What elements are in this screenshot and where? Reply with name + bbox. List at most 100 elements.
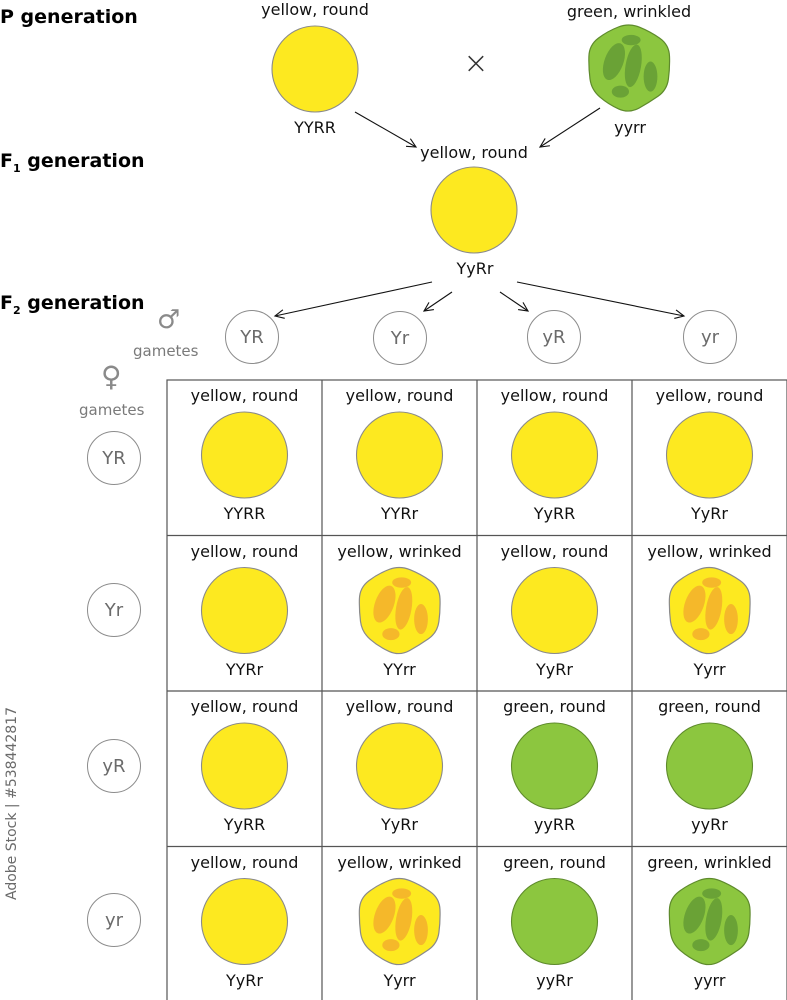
pea-cell-1-1-spot (382, 628, 400, 641)
pea-cell-1-1-spot (392, 577, 412, 588)
f1-generation-label: F1 generation (0, 150, 145, 175)
arrow-right-parent-to-f1 (539, 107, 601, 148)
parent-left-phenotype: yellow, round (261, 0, 369, 19)
female-gamete: YR (87, 431, 141, 485)
cell-phenotype: green, wrinkled (647, 852, 772, 872)
f1-phenotype: yellow, round (420, 143, 528, 162)
male-gamete: YR (225, 310, 279, 364)
pea-cell-3-1-spot (373, 896, 396, 934)
cell-phenotype: green, round (658, 697, 761, 716)
pea-cell-3-3-spot (705, 898, 723, 941)
female-gametes-caption: gametes (79, 401, 145, 419)
pea-cell-1-3-spot (692, 628, 710, 641)
cell-phenotype: yellow, wrinked (337, 541, 462, 561)
pea-cell-1-3-spot (683, 585, 706, 623)
male-gametes-caption: gametes (133, 342, 199, 360)
pea-cell-3-1-spot (392, 888, 412, 899)
pea-cell-1-3-spot (702, 577, 722, 588)
cell-genotype: YyRr (226, 970, 263, 990)
arrow-f1-to-gamete-yr-2-head (422, 302, 434, 312)
cross-symbol: × (463, 46, 489, 81)
cell-genotype: YyRR (223, 815, 266, 834)
cell-genotype: yyRr (691, 815, 728, 834)
p-generation-label: P generation (0, 6, 138, 28)
pea-f1 (430, 166, 518, 254)
cell-phenotype: yellow, round (500, 386, 609, 405)
cell-phenotype: yellow, round (190, 697, 299, 716)
arrow-f1-to-gamete-yr-4-head (674, 309, 686, 319)
pea-parent-right-spot (611, 85, 630, 98)
cell-genotype: yyRR (533, 815, 576, 834)
arrow-left-parent-to-f1-head (405, 138, 418, 148)
cell-genotype: YYRR (223, 504, 266, 523)
cell-genotype: YyRr (536, 659, 573, 679)
male-gamete: yR (527, 310, 581, 364)
pea-cell-1-3-spot (724, 604, 738, 635)
pea-cell-1-0 (200, 566, 289, 655)
pea-cell-3-1-spot (414, 915, 428, 946)
arrow-left-parent-to-f1 (354, 111, 417, 148)
cell-genotype: YYrr (383, 659, 416, 679)
cell-phenotype: yellow, round (190, 852, 299, 872)
arrow-f1-to-gamete-yr-3 (499, 291, 529, 312)
cell-genotype: YyRR (533, 504, 576, 523)
cell-genotype: yyrr (693, 970, 726, 990)
cell-genotype: yyRr (536, 970, 573, 990)
cell-phenotype: yellow, wrinked (337, 852, 462, 872)
pea-cell-3-1-spot (395, 898, 413, 941)
pea-parent-left (271, 25, 359, 113)
cell-phenotype: yellow, round (500, 541, 609, 561)
parent-left-genotype: YYRR (294, 118, 336, 137)
cell-genotype: Yyrr (693, 659, 726, 679)
watermark: Adobe Stock | #538442817 (4, 707, 20, 900)
pea-cell-0-1 (355, 411, 444, 499)
parent-right-genotype: yyrr (614, 118, 646, 137)
cell-phenotype: yellow, round (345, 386, 454, 405)
pea-cell-1-2 (510, 566, 599, 655)
pea-cell-3-2 (510, 877, 599, 966)
arrow-f1-to-gamete-yr-1 (274, 281, 433, 317)
pea-parent-right-spot (602, 43, 626, 81)
pea-cell-3-3-spot (702, 888, 722, 899)
pea-cell-3-3-spot (724, 915, 738, 946)
pea-cell-3-3-spot (692, 939, 710, 952)
cell-genotype: Yyrr (383, 970, 416, 990)
pea-cell-2-0 (200, 722, 289, 810)
arrow-f1-to-gamete-yr-3-head (518, 302, 530, 312)
female-gamete: Yr (87, 583, 141, 637)
female-symbol-icon: ♀ (101, 360, 122, 393)
pea-cell-3-3-spot (683, 896, 706, 934)
cell-phenotype: green, round (503, 852, 606, 872)
cell-genotype: YYRr (380, 504, 419, 523)
pea-cell-0-2 (510, 411, 599, 499)
pea-cell-1-1-spot (395, 587, 413, 630)
arrow-f1-to-gamete-yr-4 (516, 281, 685, 317)
pea-cell-0-0 (200, 411, 289, 499)
cell-phenotype: yellow, round (190, 386, 299, 405)
cell-phenotype: yellow, round (345, 697, 454, 716)
pea-cell-1-1-spot (414, 604, 428, 635)
cell-phenotype: yellow, round (190, 541, 299, 561)
pea-parent-right-spot (624, 44, 642, 88)
pea-cell-0-3 (665, 411, 754, 499)
f2-generation-label: F2 generation (0, 292, 145, 317)
male-gamete: Yr (373, 311, 427, 365)
arrow-f1-to-gamete-yr-2 (423, 291, 453, 312)
pea-cell-2-2 (510, 722, 599, 810)
pea-cell-1-1-spot (373, 585, 396, 623)
pea-cell-2-1 (355, 722, 444, 810)
parent-right-phenotype: green, wrinkled (566, 2, 692, 21)
male-gamete: yr (683, 310, 737, 364)
pea-parent-right-spot (621, 34, 641, 46)
pea-cell-3-1-spot (382, 939, 400, 952)
pea-cell-3-0 (200, 877, 289, 966)
female-gamete: yR (87, 739, 141, 793)
arrow-f1-to-gamete-yr-1-head (273, 309, 285, 319)
cell-genotype: YyRr (691, 504, 728, 523)
f1-genotype: YyRr (456, 259, 494, 278)
pea-cell-1-3-spot (705, 587, 723, 630)
arrow-right-parent-to-f1-head (538, 138, 550, 148)
pea-cell-2-3 (665, 722, 754, 810)
